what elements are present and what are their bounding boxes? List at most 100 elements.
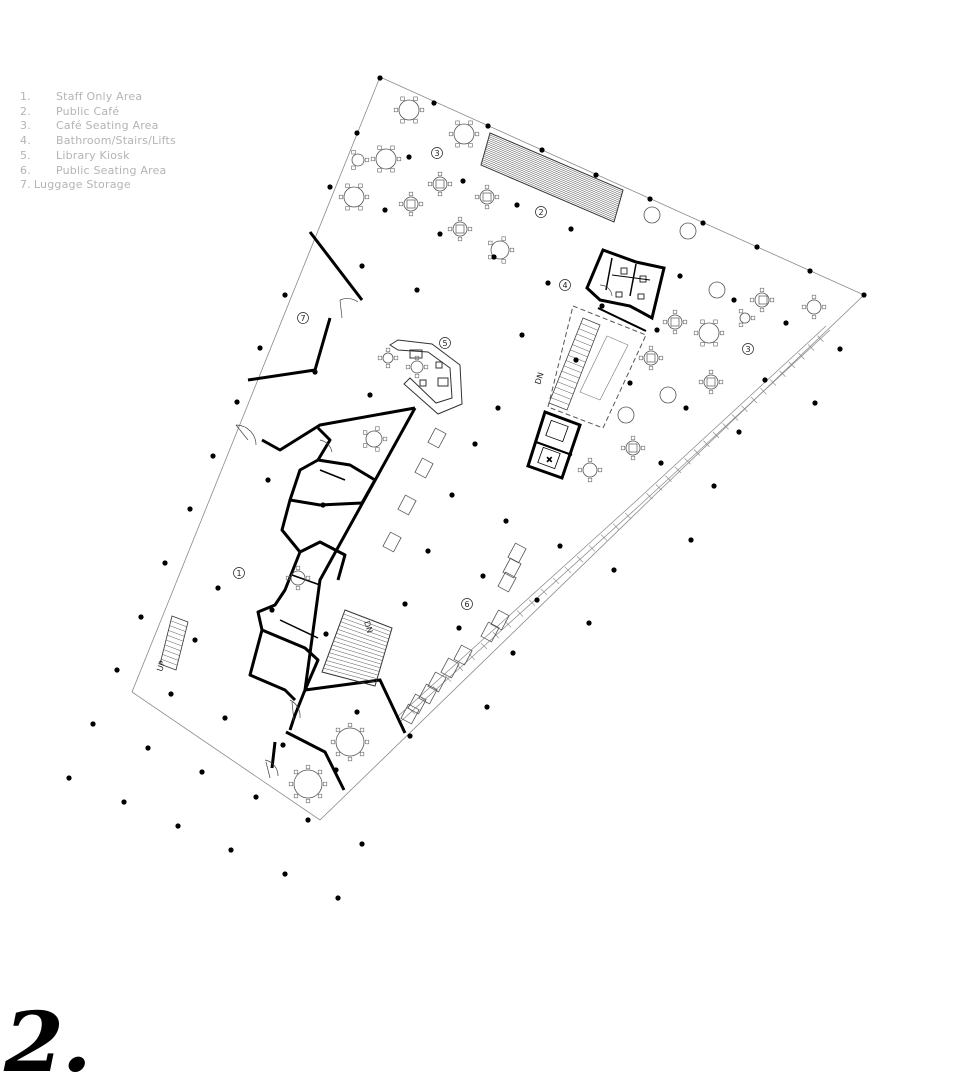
column [573, 357, 579, 363]
svg-text:6: 6 [464, 600, 469, 609]
round-table [488, 236, 515, 264]
column [406, 154, 412, 160]
round-table [398, 191, 424, 217]
column [234, 399, 240, 405]
column [456, 625, 462, 631]
column [305, 817, 311, 823]
column [282, 871, 288, 877]
area-label-3b: 3 [742, 343, 754, 355]
round-table [447, 216, 473, 242]
round-table [474, 184, 500, 210]
stair-down-label: DN [533, 371, 545, 385]
round-table [738, 308, 756, 328]
staff-area-walls [248, 406, 417, 731]
sofa [427, 671, 447, 693]
legend-item-5: 5.Library Kiosk [20, 148, 130, 162]
column [215, 585, 221, 591]
column [485, 123, 491, 129]
area-labels: 1 2 3 3 4 5 6 7 [233, 147, 754, 610]
column [66, 775, 72, 781]
main-stair-label: DN [362, 620, 374, 634]
legend-item-4: 4.Bathroom/Stairs/Lifts [20, 134, 176, 148]
square-table [435, 179, 445, 189]
cafe-counter [480, 132, 624, 223]
column [647, 196, 653, 202]
square-tables [406, 179, 768, 453]
column [503, 518, 509, 524]
column [114, 667, 120, 673]
sofa [502, 557, 522, 579]
column [683, 405, 689, 411]
column [700, 220, 706, 226]
column [121, 799, 127, 805]
column [807, 268, 813, 274]
column [711, 483, 717, 489]
column [731, 297, 737, 303]
column [90, 721, 96, 727]
column [754, 244, 760, 250]
floor-plan-drawing: DN × [66, 75, 867, 901]
library-kiosk [389, 339, 463, 415]
round-table [679, 222, 697, 240]
bathroom-core [585, 248, 666, 332]
column [586, 620, 592, 626]
column [472, 441, 478, 447]
column [658, 460, 664, 466]
facade-mullions [408, 335, 824, 715]
legend-item-1: 1.Staff Only Area [20, 90, 143, 103]
column [627, 380, 633, 386]
column [480, 573, 486, 579]
column [495, 405, 501, 411]
sofa [397, 494, 417, 516]
sofa [414, 457, 434, 479]
column [514, 202, 520, 208]
main-stair-down: DN [321, 609, 393, 687]
area-label-2: 2 [535, 206, 547, 218]
column [484, 704, 490, 710]
round-table [620, 435, 646, 461]
column [253, 794, 259, 800]
column [359, 841, 365, 847]
column [812, 400, 818, 406]
column [611, 567, 617, 573]
sofa [480, 621, 500, 643]
legend-item-7: 7.Luggage Storage [20, 178, 131, 192]
column [539, 147, 545, 153]
public-seating-sofas [382, 427, 527, 725]
area-label-4: 4 [559, 279, 571, 291]
round-table [662, 309, 688, 335]
column [354, 130, 360, 136]
column [192, 637, 198, 643]
round-table [351, 150, 370, 170]
column [265, 477, 271, 483]
round-table [405, 355, 429, 379]
floor-plan-legend: 1.Staff Only Area 2.Public Café 3.Café S… [20, 90, 176, 193]
column [199, 769, 205, 775]
column [168, 691, 174, 697]
column [431, 100, 437, 106]
column [175, 823, 181, 829]
svg-text:3: 3 [434, 149, 439, 158]
svg-text:2: 2 [538, 208, 543, 217]
column [425, 548, 431, 554]
column [228, 847, 234, 853]
sofa [407, 693, 427, 715]
legend-item-6: 6.Public Seating Area [20, 163, 167, 177]
column [377, 75, 383, 81]
column [568, 226, 574, 232]
square-table [628, 443, 638, 453]
round-table [377, 347, 399, 369]
legend-item-2: 2.Public Café [20, 104, 120, 118]
stair-up-label: UP [155, 660, 167, 673]
svg-text:4: 4 [562, 281, 567, 290]
plate-number: 2. [4, 995, 92, 1091]
column [599, 303, 605, 309]
sofa [400, 703, 420, 725]
column [323, 631, 329, 637]
building-outline [131, 76, 865, 821]
column [382, 207, 388, 213]
sofa [418, 683, 438, 705]
round-table [363, 426, 388, 452]
sofa [497, 571, 517, 593]
round-table [708, 281, 726, 299]
